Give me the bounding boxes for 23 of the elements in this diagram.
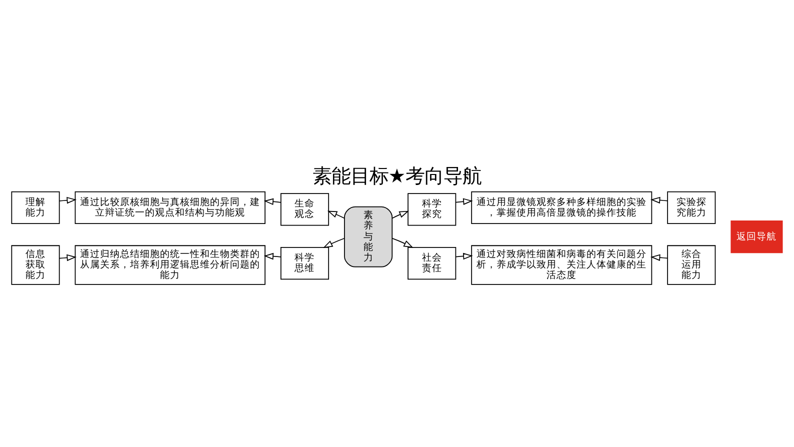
node-box: 科学探究	[408, 192, 456, 226]
arrow	[327, 210, 345, 218]
node-box: 科学思维	[280, 246, 330, 280]
arrow	[392, 210, 409, 218]
arrow	[264, 252, 282, 260]
node-box: 通过对致病性细菌和病毒的有关问题分析，养成学以致用、关注人体健康的生活态度	[471, 244, 652, 284]
node-box: 通过归纳总结细胞的统一性和生物类群的从属关系，培养利用逻辑思维分析问题的能力	[74, 244, 266, 284]
node-box: 综合运用能力	[667, 244, 716, 284]
arrow	[392, 237, 414, 248]
arrow	[59, 196, 77, 204]
node-box: 素养与能力	[344, 206, 393, 267]
node-box: 生命观念	[280, 192, 330, 226]
arrow	[650, 254, 668, 260]
node-box: 通过用显微镜观察多种多样细胞的实验，掌握使用高倍显微镜的操作技能	[471, 190, 652, 224]
diagram-title: 素能目标★考向导航	[312, 164, 482, 188]
arrow	[322, 237, 345, 248]
node-box: 实验探究能力	[667, 190, 716, 224]
node-box: 社会责任	[408, 246, 456, 280]
node-box: 返回导航	[730, 220, 783, 253]
node-box: 通过比较原核细胞与真核细胞的异同，建立辩证统一的观点和结构与功能观	[74, 190, 266, 224]
node-box: 理解能力	[11, 190, 60, 224]
node-box: 信息获取能力	[11, 244, 60, 284]
arrow	[650, 196, 668, 204]
